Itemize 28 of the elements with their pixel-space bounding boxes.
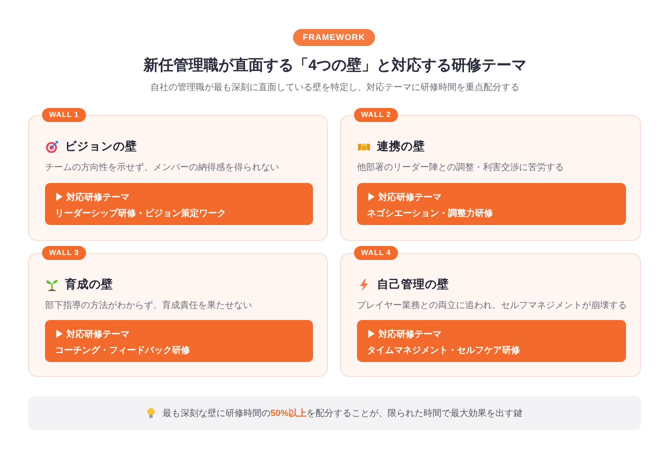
- wall-title: 自己管理の壁: [377, 277, 449, 293]
- theme-name: タイムマネジメント・セルフケア研修: [367, 344, 520, 356]
- wall-card: [340, 115, 641, 241]
- description: 他部署のリーダー陣との調整・利害交渉に苦労する: [357, 161, 564, 173]
- theme-name: ネゴシエーション・調整力研修: [367, 207, 493, 219]
- category-tag: FRAMEWORK: [293, 29, 375, 46]
- theme-panel: [45, 320, 313, 362]
- theme-panel: [45, 183, 313, 225]
- theme-name: コーチング・フィードバック研修: [55, 344, 190, 356]
- subtitle: 自社の管理職が最も深刻に直面している壁を特定し、対応テーマに研修時間を重点配分する: [150, 81, 520, 93]
- theme-name: リーダーシップ研修・ビジョン策定ワーク: [55, 207, 226, 219]
- wall-card: [28, 115, 328, 241]
- description: プレイヤー業務との両立に追われ、セルフマネジメントが崩壊する: [357, 299, 627, 311]
- theme-label: ▶ 対応研修テーマ: [367, 191, 442, 203]
- theme-label: ▶ 対応研修テーマ: [367, 328, 442, 340]
- note-bar: [28, 396, 641, 430]
- theme-panel: [357, 320, 626, 362]
- wall-title: 育成の壁: [65, 277, 113, 293]
- theme-panel: [357, 183, 626, 225]
- theme-label: ▶ 対応研修テーマ: [55, 328, 130, 340]
- note-text: 最も深刻な壁に研修時間の50%以上を配分することが、限られた時間で最大効果を出す鍵: [162, 407, 522, 419]
- theme-label: ▶ 対応研修テーマ: [55, 191, 130, 203]
- wall-card: [340, 253, 641, 377]
- title: 新任管理職が直面する「4つの壁」と対応する研修テーマ: [143, 56, 527, 76]
- description: チームの方向性を示せず、メンバーの納得感を得られない: [45, 161, 279, 173]
- wall-title: 連携の壁: [377, 139, 425, 155]
- description: 部下指導の方法がわからず、育成責任を果たせない: [45, 299, 252, 311]
- wall-title: ビジョンの壁: [65, 139, 137, 155]
